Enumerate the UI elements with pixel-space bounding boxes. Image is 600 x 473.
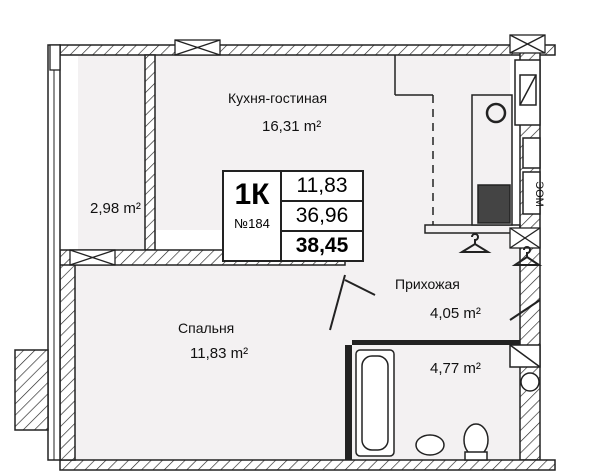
boiler-icon	[520, 372, 540, 392]
hallway-area: 4,05 m²	[430, 305, 481, 322]
bathroom-area: 4,77 m²	[430, 360, 481, 377]
apartment-number: №184	[234, 216, 270, 231]
apartment-info-box: 1К №184 11,83 36,96 38,45	[222, 170, 364, 262]
bottom-wall	[59, 459, 556, 471]
living-area: 11,83	[282, 172, 362, 202]
hallway-name: Прихожая	[395, 276, 460, 292]
bedroom-area: 11,83 m²	[190, 345, 249, 362]
loggia-wall	[144, 54, 156, 251]
total-area: 36,96	[282, 202, 362, 232]
electrical-panel-label: ЭОМ	[532, 181, 545, 207]
bedroom-floor	[75, 265, 345, 460]
kitchen-area: 16,31 m²	[262, 118, 322, 135]
hallway-floor	[345, 230, 540, 345]
total-area-with-loggia: 38,45	[295, 234, 349, 257]
apartment-type: 1К	[234, 178, 270, 211]
bedroom-name: Спальня	[178, 320, 235, 336]
toilet-icon	[463, 423, 489, 457]
loggia-area: 2,98 m²	[90, 200, 141, 217]
bathroom-top-wall	[352, 340, 520, 345]
bathroom-wall	[345, 345, 352, 460]
sink-icon	[485, 102, 507, 124]
kitchen-name: Кухня-гостиная	[228, 90, 328, 106]
bathroom-fixtures	[355, 344, 541, 461]
doors	[329, 274, 541, 331]
washbasin-icon	[415, 434, 445, 456]
left-wall	[59, 254, 76, 461]
top-wall	[59, 44, 556, 56]
stove-icon	[477, 184, 511, 224]
balcony-ledge	[14, 349, 49, 431]
loggia-floor	[78, 55, 145, 250]
kitchen-furniture	[394, 55, 541, 226]
windows	[49, 34, 546, 266]
hanger-icon	[458, 233, 543, 266]
